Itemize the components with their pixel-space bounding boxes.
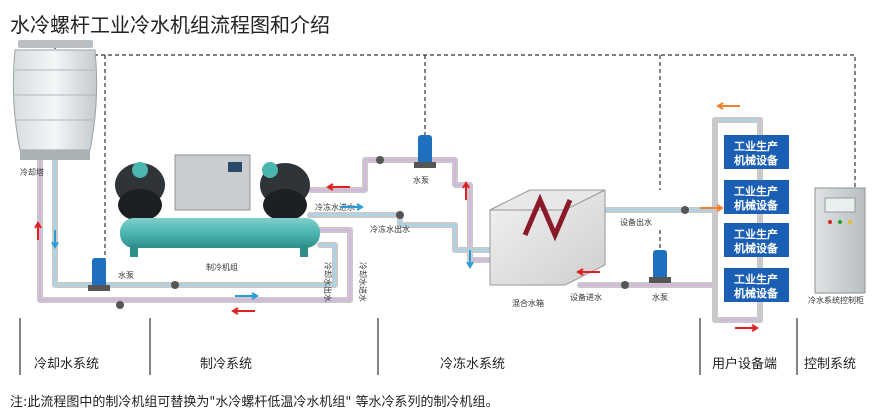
section-user-equipment: 用户设备端 bbox=[712, 356, 777, 372]
cooling-tower: 冷却塔 bbox=[12, 40, 98, 177]
equipment-box-1: 工业生产 机械设备 bbox=[724, 135, 789, 169]
valve-icon bbox=[681, 206, 689, 214]
valve-icon bbox=[171, 281, 179, 289]
arrow-up-icon bbox=[34, 221, 42, 229]
valves bbox=[116, 156, 689, 309]
cooling-water-in-label: 冷却水进水 bbox=[358, 262, 368, 302]
chilled-water-in-label: 冷冻水进水 bbox=[315, 202, 355, 212]
arrow-right-icon bbox=[251, 292, 259, 300]
equipment-box-3: 工业生产 机械设备 bbox=[724, 223, 789, 257]
valve-icon bbox=[396, 211, 404, 219]
control-cabinet-label: 冷水系统控制柜 bbox=[808, 295, 864, 305]
arrow-left-icon bbox=[716, 102, 724, 110]
equipment-line-1: 工业生产 bbox=[734, 227, 778, 241]
equipment-line-1: 工业生产 bbox=[734, 139, 778, 153]
equipment-box-2: 工业生产 机械设备 bbox=[724, 180, 789, 214]
control-cabinet: 冷水系统控制柜 bbox=[808, 187, 866, 305]
valve-icon bbox=[116, 301, 124, 309]
arrow-left-icon bbox=[231, 307, 239, 315]
equipment-line-2: 机械设备 bbox=[734, 286, 779, 300]
arrow-down-icon bbox=[51, 241, 59, 249]
chiller-unit: 制冷机组 bbox=[115, 154, 320, 272]
pump-return: 水泵 bbox=[649, 250, 671, 302]
arrow-right-icon bbox=[716, 204, 724, 212]
section-cooling-water: 冷却水系统 bbox=[34, 357, 99, 372]
chiller-label: 制冷机组 bbox=[206, 262, 238, 272]
pump-return-label: 水泵 bbox=[652, 292, 668, 302]
equipment-outlet-label: 设备出水 bbox=[620, 217, 652, 227]
footnote: 注:此流程图中的制冷机组可替换为"水冷螺杆低温冷水机组" 等水冷系列的制冷机组。 bbox=[10, 394, 498, 410]
arrow-left-icon bbox=[576, 268, 584, 276]
arrow-up-icon bbox=[462, 181, 470, 189]
equipment-box-4: 工业生产 机械设备 bbox=[724, 268, 789, 302]
arrow-left-icon bbox=[326, 183, 334, 191]
equipment-line-2: 机械设备 bbox=[734, 241, 779, 255]
pump-cooling-label: 水泵 bbox=[118, 270, 134, 280]
page-title: 水冷螺杆工业冷水机组流程图和介绍 bbox=[10, 13, 330, 37]
cooling-tower-label: 冷却塔 bbox=[20, 167, 44, 177]
equipment-line-2: 机械设备 bbox=[734, 198, 779, 212]
equipment-stack: 工业生产 机械设备 工业生产 机械设备 工业生产 机械设备 工业生产 机械设备 bbox=[724, 135, 789, 302]
pump-chilled: 水泵 bbox=[413, 135, 436, 185]
section-control: 控制系统 bbox=[804, 357, 856, 372]
equipment-line-1: 工业生产 bbox=[734, 272, 778, 286]
flow-arrows bbox=[34, 102, 759, 332]
equipment-line-1: 工业生产 bbox=[734, 184, 778, 198]
mixing-tank: 混合水箱 bbox=[489, 189, 606, 308]
arrow-down-icon bbox=[466, 261, 474, 269]
mixing-tank-label: 混合水箱 bbox=[512, 298, 544, 308]
arrow-right-icon bbox=[356, 203, 364, 211]
pump-chilled-label: 水泵 bbox=[413, 175, 429, 185]
section-refrigeration: 制冷系统 bbox=[200, 357, 252, 372]
valve-icon bbox=[621, 281, 629, 289]
section-dividers bbox=[19, 318, 798, 375]
arrow-right-icon bbox=[751, 324, 759, 332]
pump-cooling: 水泵 bbox=[88, 258, 134, 291]
valve-icon bbox=[376, 156, 384, 164]
equipment-line-2: 机械设备 bbox=[734, 153, 779, 167]
equipment-inlet-label: 设备进水 bbox=[570, 292, 602, 302]
cooling-water-out-label: 冷却水出水 bbox=[323, 262, 333, 302]
section-chilled-water: 冷冻水系统 bbox=[440, 356, 505, 372]
chilled-water-out-label: 冷冻水出水 bbox=[370, 224, 410, 234]
